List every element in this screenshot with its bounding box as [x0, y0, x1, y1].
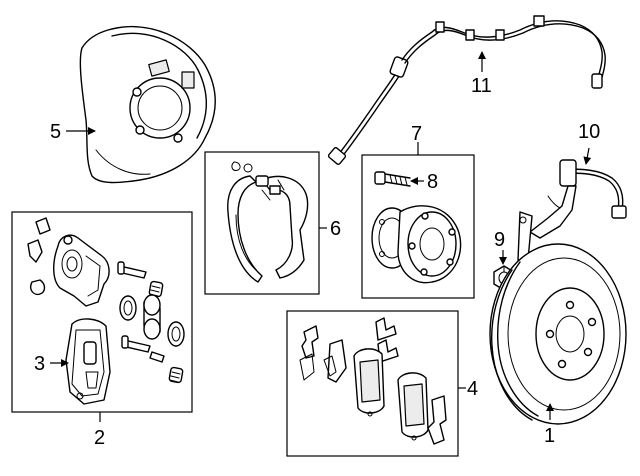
- callout-7: 7: [411, 123, 422, 145]
- parking-shoe-group-box: [204, 151, 320, 295]
- callout-9: 9: [494, 229, 505, 251]
- hub-bearing-part[interactable]: [371, 205, 462, 284]
- caliper-assembly-part[interactable]: [27, 217, 110, 307]
- abs-sensor-wire-part[interactable]: [327, 15, 606, 165]
- callout-2: 2: [94, 427, 105, 449]
- caliper-bracket-part[interactable]: [65, 318, 111, 405]
- wheel-stud-part[interactable]: [374, 171, 411, 187]
- caliper-piston-seals-part[interactable]: [119, 294, 185, 347]
- dust-shield-part[interactable]: [79, 25, 216, 184]
- callout-10: 10: [578, 121, 600, 143]
- brake-hose-part[interactable]: [517, 159, 627, 261]
- callout-4: 4: [467, 378, 478, 400]
- brake-pads-part[interactable]: [299, 317, 447, 445]
- dust-shield-hub-opening: [129, 77, 191, 139]
- caliper-pins-part[interactable]: [117, 261, 184, 384]
- rotor-part[interactable]: [489, 243, 627, 425]
- callout-8: 8: [427, 171, 438, 193]
- callout-11: 11: [471, 75, 492, 97]
- callout-6: 6: [330, 218, 341, 240]
- caliper-group-box: [11, 211, 193, 413]
- callout-1: 1: [544, 425, 555, 447]
- brake-pads-group-box: [286, 310, 459, 457]
- parking-brake-shoes-part[interactable]: [227, 161, 309, 283]
- callout-3: 3: [34, 353, 45, 375]
- callout-5: 5: [50, 121, 61, 143]
